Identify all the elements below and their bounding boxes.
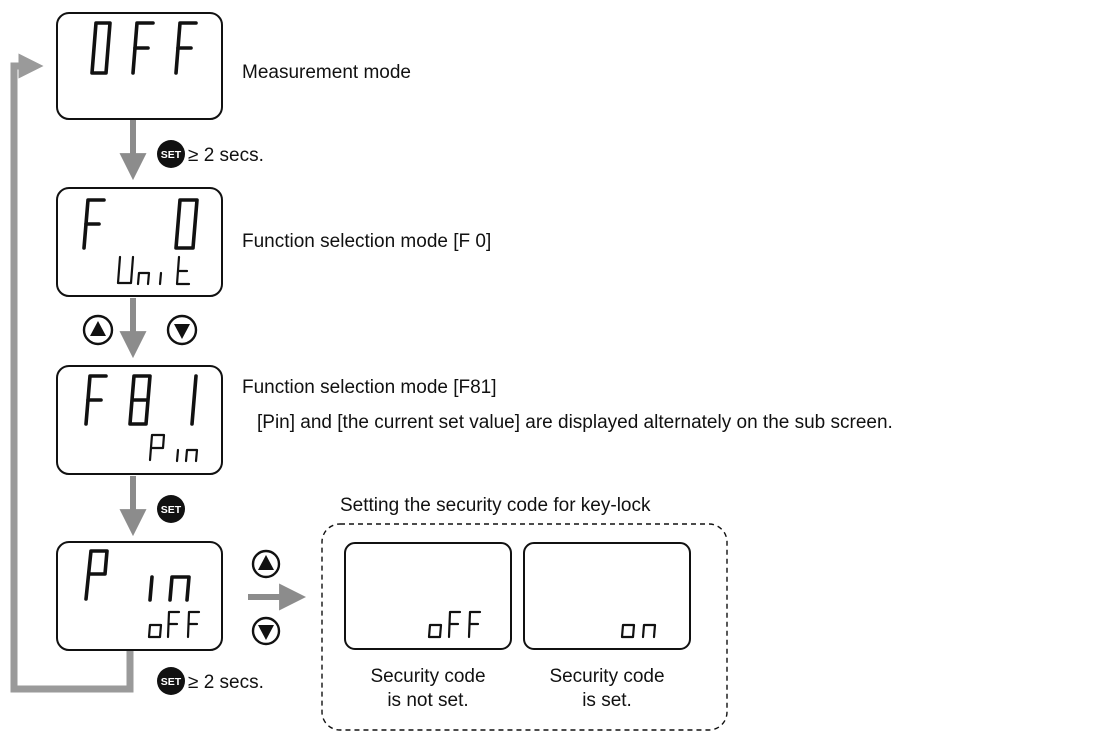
main-readout-pin: [84, 549, 191, 602]
hold-duration-label: ≥ 2 secs.: [188, 672, 264, 693]
svg-text:SET: SET: [161, 676, 182, 688]
display-panel: [56, 365, 223, 475]
option-sub-readout-off: [427, 610, 482, 639]
security-option-on: Security code is set.: [523, 542, 691, 711]
display-function-f0: [56, 187, 223, 297]
option-caption-line1: Security code: [549, 666, 664, 687]
display-panel: [344, 542, 512, 650]
step-note-f81: [Pin] and [the current set value] are di…: [257, 412, 893, 433]
hold-duration-label: ≥ 2 secs.: [188, 145, 264, 166]
option-caption-line2: is set.: [582, 690, 632, 711]
step-label-measurement: Measurement mode: [242, 62, 411, 83]
sub-readout-off: [147, 610, 201, 639]
step-label-f0: Function selection mode [F 0]: [242, 231, 491, 252]
svg-text:SET: SET: [161, 504, 182, 516]
display-panel: [56, 541, 223, 651]
sub-readout-unit: [116, 255, 191, 286]
option-caption-line1: Security code: [370, 666, 485, 687]
security-option-off: Security code is not set.: [344, 542, 512, 711]
main-readout-f0: [82, 198, 199, 250]
security-options-frame: [321, 523, 728, 731]
security-section-title: Setting the security code for key-lock: [340, 495, 651, 516]
step-label-f81: Function selection mode [F81]: [242, 377, 497, 398]
sub-readout-pin: [148, 433, 199, 463]
display-panel: [56, 12, 223, 120]
display-function-f81: [56, 365, 223, 475]
option-caption-line2: is not set.: [387, 690, 468, 711]
up-triangle-icon: [82, 314, 114, 346]
display-measurement-mode: [56, 12, 223, 120]
return-loop-arrow: [10, 53, 134, 693]
display-pin-setting: [56, 541, 223, 651]
main-readout-off: [90, 21, 198, 75]
up-triangle-icon: [251, 549, 281, 579]
down-triangle-icon: [166, 314, 198, 346]
set-button-icon: SET: [157, 667, 185, 695]
option-sub-readout-on: [620, 623, 657, 639]
set-button-icon: SET: [157, 140, 185, 168]
display-panel: [523, 542, 691, 650]
main-readout-f81: [84, 374, 198, 426]
set-button-icon: SET: [157, 495, 185, 523]
svg-text:SET: SET: [161, 149, 182, 161]
down-triangle-icon: [251, 616, 281, 646]
display-panel: [56, 187, 223, 297]
